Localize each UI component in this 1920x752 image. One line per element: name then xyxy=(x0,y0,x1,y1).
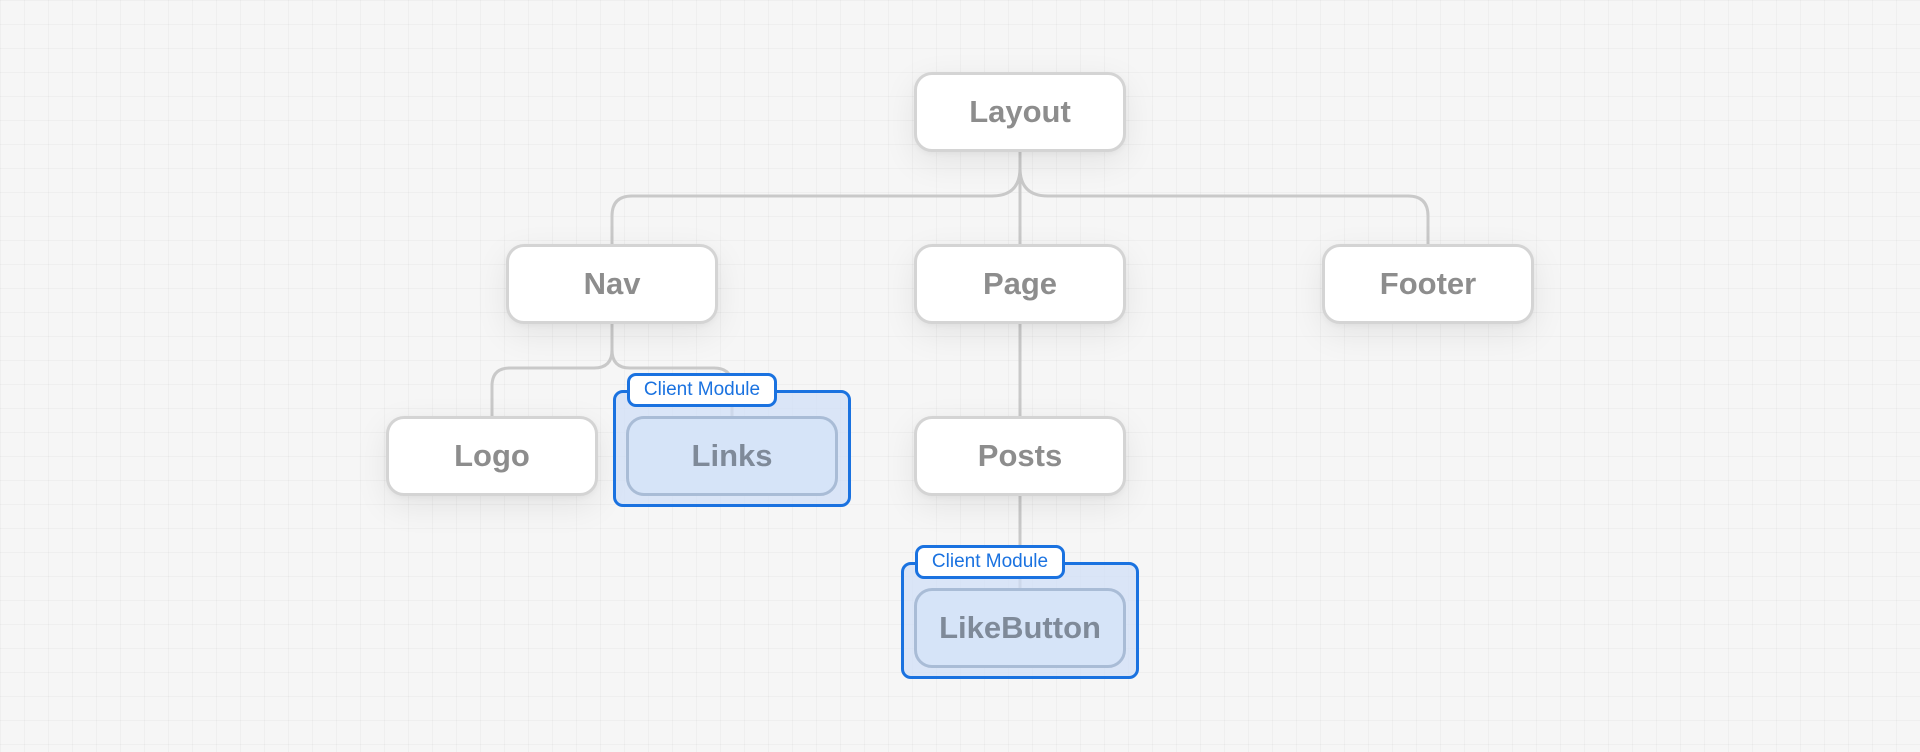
page-node-label: Page xyxy=(982,266,1058,301)
nav-node-label: Nav xyxy=(583,266,641,301)
edge-layout-footer xyxy=(1018,150,1430,246)
posts-node: Posts xyxy=(914,416,1126,496)
page-node: Page xyxy=(914,244,1126,324)
footer-node: Footer xyxy=(1322,244,1534,324)
edge-layout-nav xyxy=(610,150,1022,246)
layout-node: Layout xyxy=(914,72,1126,152)
nav-node: Nav xyxy=(506,244,718,324)
links-node-label: Links xyxy=(691,438,773,473)
likebutton-node: LikeButton xyxy=(914,588,1126,668)
footer-node-label: Footer xyxy=(1379,266,1477,301)
logo-node-label: Logo xyxy=(454,438,530,473)
client-module-tag-links: Client Module xyxy=(627,373,777,407)
links-node: Links xyxy=(626,416,838,496)
posts-node-label: Posts xyxy=(977,438,1063,473)
edge-nav-logo xyxy=(490,322,614,418)
layout-node-label: Layout xyxy=(969,94,1071,129)
client-module-tag-likebutton: Client Module xyxy=(915,545,1065,579)
likebutton-node-label: LikeButton xyxy=(939,610,1101,645)
logo-node: Logo xyxy=(386,416,598,496)
